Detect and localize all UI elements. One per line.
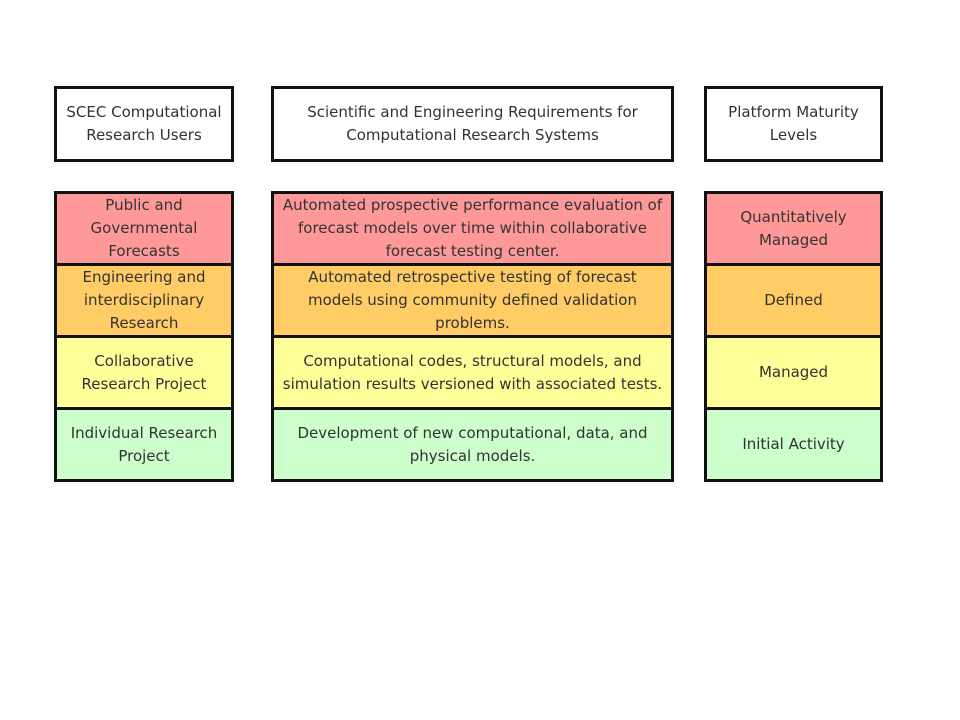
user-level-4-text: Public and Governmental Forecasts xyxy=(90,196,198,260)
user-level-1-text: Individual Research Project xyxy=(70,423,218,465)
requirement-level-2-box: Computational codes, structural models, … xyxy=(271,335,674,410)
user-level-2-text: Collaborative Research Project xyxy=(81,351,207,393)
user-level-1-box: Individual Research Project xyxy=(54,407,234,482)
user-level-3-text: Engineering and interdisciplinary Resear… xyxy=(82,268,206,332)
maturity-level-1-box: Initial Activity xyxy=(704,407,883,482)
maturity-column-header: Platform Maturity Levels xyxy=(704,86,883,162)
users-column-header: SCEC Computational Research Users xyxy=(54,86,234,162)
users-column-header-text: SCEC Computational Research Users xyxy=(66,103,222,144)
user-level-4-box: Public and Governmental Forecasts xyxy=(54,191,234,266)
maturity-level-3-box: Defined xyxy=(704,263,883,338)
requirement-level-1-text: Development of new computational, data, … xyxy=(297,423,648,465)
requirement-level-4-text: Automated prospective performance evalua… xyxy=(282,196,663,260)
requirement-level-3-box: Automated retrospective testing of forec… xyxy=(271,263,674,338)
requirements-column-header-text: Scientific and Engineering Requirements … xyxy=(307,103,638,144)
maturity-level-3-text: Defined xyxy=(764,291,823,309)
maturity-level-1-text: Initial Activity xyxy=(742,435,845,453)
maturity-level-2-box: Managed xyxy=(704,335,883,410)
requirements-column-header: Scientific and Engineering Requirements … xyxy=(271,86,674,162)
requirement-level-2-text: Computational codes, structural models, … xyxy=(282,351,663,393)
requirement-level-3-text: Automated retrospective testing of forec… xyxy=(307,268,637,332)
maturity-column-header-text: Platform Maturity Levels xyxy=(728,103,859,144)
requirement-level-1-box: Development of new computational, data, … xyxy=(271,407,674,482)
maturity-level-4-box: Quantitatively Managed xyxy=(704,191,883,266)
maturity-level-4-text: Quantitatively Managed xyxy=(740,207,847,249)
user-level-2-box: Collaborative Research Project xyxy=(54,335,234,410)
user-level-3-box: Engineering and interdisciplinary Resear… xyxy=(54,263,234,338)
requirement-level-4-box: Automated prospective performance evalua… xyxy=(271,191,674,266)
maturity-level-2-text: Managed xyxy=(758,363,829,381)
